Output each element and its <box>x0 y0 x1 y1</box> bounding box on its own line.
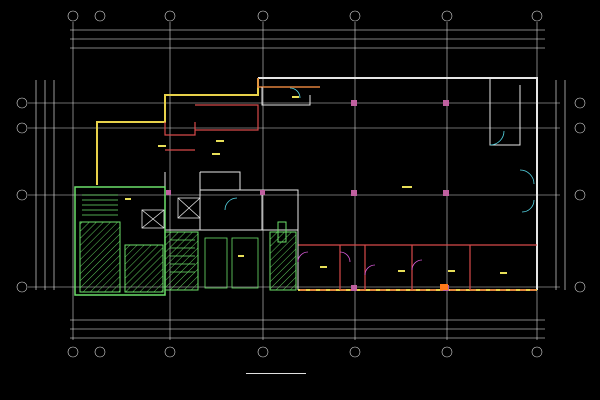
stair-core <box>74 186 297 296</box>
axis-bubbles-right <box>574 97 586 293</box>
axis-bubbles-bottom <box>67 346 543 358</box>
elevator-shafts <box>141 197 201 229</box>
title-underline <box>246 373 306 374</box>
interior-partitions <box>164 104 537 290</box>
columns <box>166 100 449 291</box>
annotation-marks <box>125 96 507 274</box>
dimension-lines <box>35 29 566 339</box>
exterior-walls <box>96 77 538 291</box>
white-partitions <box>164 78 521 290</box>
door-swings <box>224 87 535 276</box>
